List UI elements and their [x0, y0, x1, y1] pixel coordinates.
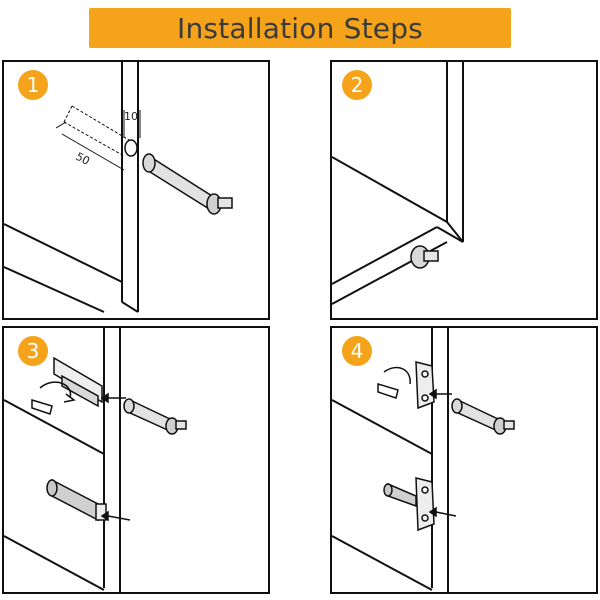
- dim-depth-label: 10: [124, 110, 138, 123]
- step-2-illustration: [332, 62, 464, 305]
- step-4-illustration: [332, 328, 515, 592]
- dim-length-label: 50: [73, 150, 91, 168]
- damper-part-top: [123, 398, 187, 435]
- step-3-panel: 3: [2, 326, 270, 594]
- title-banner: Installation Steps: [89, 8, 511, 48]
- step-3-illustration: [4, 328, 187, 592]
- step-2-panel: 2: [330, 60, 598, 320]
- screw-arrow-bottom-4: [428, 506, 457, 518]
- step-1-badge: 1: [18, 70, 48, 100]
- step-4-badge: 4: [342, 336, 372, 366]
- step-1-illustration: 10 50: [4, 62, 233, 313]
- step-3-badge: 3: [18, 336, 48, 366]
- screw-arrow-top: [100, 392, 126, 404]
- screwdriver-rotation-icon: [31, 381, 76, 415]
- page-title: Installation Steps: [177, 11, 423, 45]
- damper-with-clip: [46, 478, 107, 522]
- drill-hole-dimension: [55, 105, 141, 171]
- step-1-panel: 1 10 50: [2, 60, 270, 320]
- step-2-badge: 2: [342, 70, 372, 100]
- screw-arrow-top-4: [428, 388, 452, 400]
- installed-damper: [410, 245, 439, 269]
- damper-part: [142, 153, 233, 215]
- screw-arrow-bottom: [100, 510, 131, 522]
- damper-part-top-4: [451, 398, 515, 435]
- screwdriver-rotation-icon-2: [377, 366, 411, 399]
- step-4-panel: 4: [330, 326, 598, 594]
- damper-bottom-4: [383, 482, 417, 508]
- flat-bracket-bottom: [415, 477, 435, 532]
- mounting-bracket: [53, 356, 103, 408]
- flat-bracket-top: [415, 361, 435, 410]
